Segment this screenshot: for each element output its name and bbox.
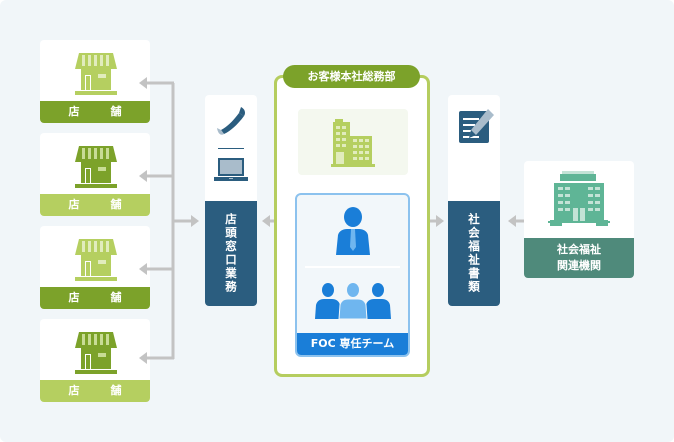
counter-label: 店頭窓口業務 — [224, 213, 238, 294]
hq-title: お客様本社総務部 — [283, 65, 420, 88]
documents-label-band: 社会福祉書類 — [448, 201, 500, 306]
store-label: 店 舗 — [40, 101, 150, 123]
welfare-label-line2: 関連機関 — [557, 259, 601, 272]
counter-box: 店頭窓口業務 — [205, 95, 257, 306]
welfare-label-band: 社会福祉 関連機関 — [524, 238, 634, 278]
store-card-2: 店 舗 — [40, 133, 150, 216]
phone-icon — [217, 107, 245, 135]
store-label: 店 舗 — [40, 287, 150, 309]
hq-building-area — [298, 109, 408, 175]
hospital-building-icon — [548, 171, 610, 226]
manager-icon — [336, 207, 370, 255]
team-icon — [315, 283, 391, 319]
laptop-icon — [214, 158, 248, 181]
arrow-left-icon — [139, 352, 147, 364]
arrow-left-icon — [139, 170, 147, 182]
divider — [218, 148, 244, 149]
foc-team-box: FOC 専任チーム — [295, 193, 410, 357]
store-card-4: 店 舗 — [40, 319, 150, 402]
counter-label-band: 店頭窓口業務 — [205, 201, 257, 306]
store-icon — [75, 146, 117, 188]
store-icon — [75, 332, 117, 374]
welfare-label-line1: 社会福祉 — [557, 243, 601, 256]
store-connector — [139, 77, 199, 364]
office-building-icon — [331, 119, 375, 167]
store-label: 店 舗 — [40, 380, 150, 402]
store-card-3: 店 舗 — [40, 226, 150, 309]
documents-box: 社会福祉書類 — [448, 95, 500, 306]
arrow-left-icon — [139, 77, 147, 89]
store-icon — [75, 53, 117, 95]
divider — [305, 266, 400, 268]
store-icon — [75, 239, 117, 281]
document-edit-icon — [459, 109, 494, 143]
foc-team-label: FOC 専任チーム — [297, 333, 408, 355]
documents-label: 社会福祉書類 — [467, 213, 481, 294]
store-label: 店 舗 — [40, 194, 150, 216]
arrow-right-icon — [191, 215, 199, 227]
arrow-left-icon — [139, 263, 147, 275]
store-card-1: 店 舗 — [40, 40, 150, 123]
welfare-agency-card: 社会福祉 関連機関 — [524, 161, 634, 278]
